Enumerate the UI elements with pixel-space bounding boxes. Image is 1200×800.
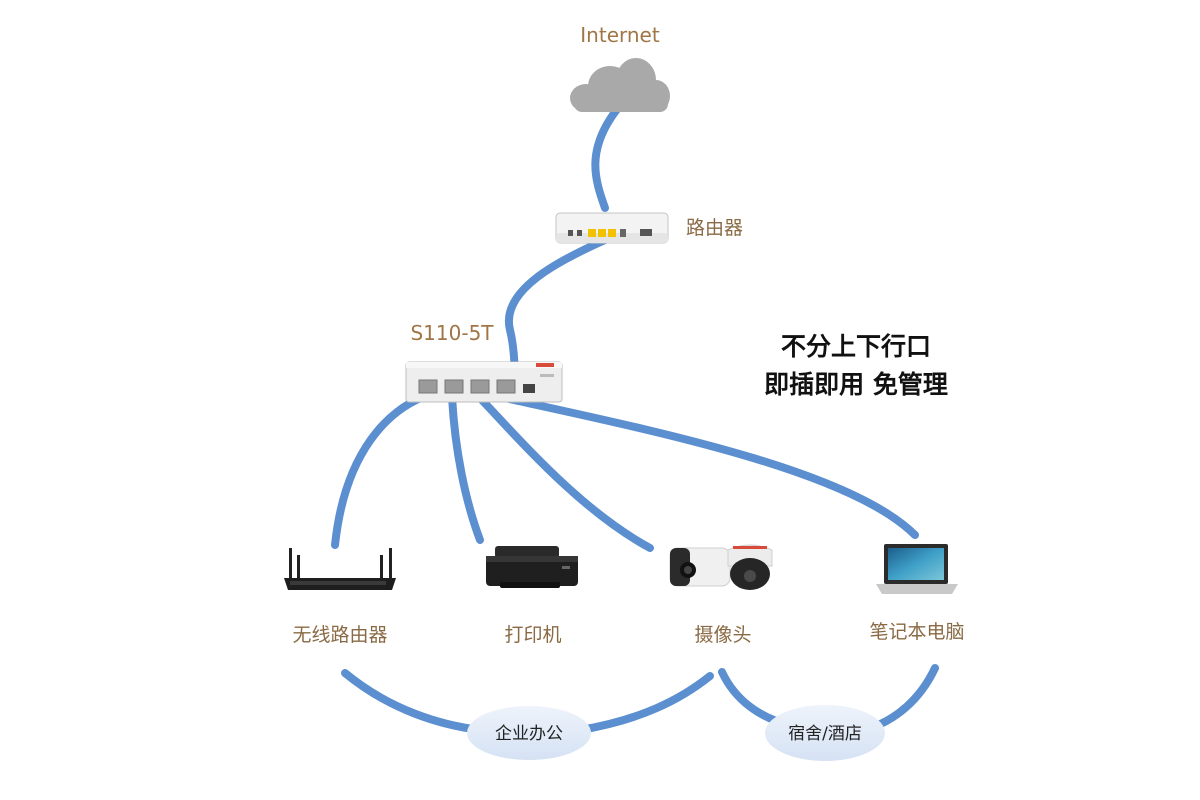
dorm-hotel-label: 宿舍/酒店 xyxy=(788,724,862,744)
printer-label: 打印机 xyxy=(504,624,561,646)
cloud-icon xyxy=(570,58,670,112)
printer-icon xyxy=(486,546,578,588)
cable-laptop-to-dorm xyxy=(866,664,939,732)
router-label: 路由器 xyxy=(686,217,743,239)
cable-switch-camera xyxy=(476,394,654,552)
cable-internet-router xyxy=(591,104,622,212)
switch-model-label: S110-5T xyxy=(410,321,494,345)
cable-switch-wireless-router xyxy=(331,393,427,549)
switch-icon xyxy=(405,361,563,403)
bubble-enterprise-office xyxy=(467,706,591,760)
cable-wireless-to-office xyxy=(341,669,484,734)
internet-label: Internet xyxy=(580,23,660,47)
wireless-router-icon xyxy=(284,548,396,590)
router-icon xyxy=(555,212,669,244)
camera-icon xyxy=(669,544,773,590)
feature-line-1: 不分上下行口 xyxy=(781,332,931,361)
camera-label: 摄像头 xyxy=(694,624,751,646)
cable-camera-to-office xyxy=(576,672,714,734)
enterprise-office-label: 企业办公 xyxy=(495,724,563,744)
wireless-router-label: 无线路由器 xyxy=(292,624,387,646)
cable-switch-laptop xyxy=(501,394,919,539)
bubble-dorm-hotel xyxy=(765,705,885,761)
cables xyxy=(331,104,939,734)
cable-switch-printer xyxy=(448,393,484,544)
laptop-label: 笔记本电脑 xyxy=(869,621,964,643)
laptop-icon xyxy=(876,544,958,594)
feature-line-2: 即插即用 免管理 xyxy=(764,370,948,399)
